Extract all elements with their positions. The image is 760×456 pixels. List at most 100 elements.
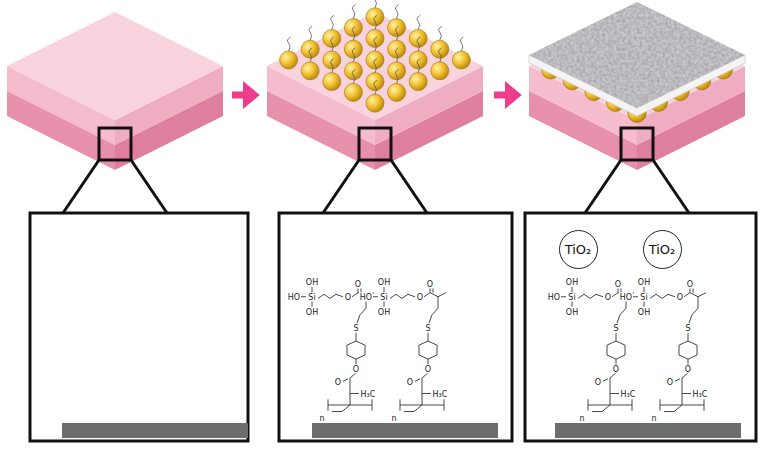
atom-label: HO [619, 292, 633, 301]
bond-line [433, 288, 434, 293]
atom-label: O [426, 279, 434, 288]
bond-line [332, 405, 350, 412]
ligand-tail [395, 26, 398, 40]
atom-label: O [604, 292, 612, 301]
bond-line [404, 405, 422, 412]
bond-line [422, 373, 428, 385]
bond-line [633, 296, 638, 297]
atom-label: O [416, 292, 424, 301]
ligand-tail [439, 26, 442, 40]
gold-sphere [280, 51, 298, 69]
bond-line [689, 297, 698, 323]
atom-label: S [424, 323, 431, 332]
bond-line [350, 373, 356, 385]
bond-line [312, 301, 313, 307]
bond-line [578, 294, 603, 298]
atom-label: O [594, 378, 602, 387]
bond-line [400, 399, 401, 410]
slab-top [7, 12, 223, 120]
ligand-tail [417, 37, 420, 51]
bond-line [588, 399, 589, 410]
gold-sphere [344, 83, 362, 101]
ligand-tail [374, 37, 377, 51]
atom-label: S [612, 323, 619, 332]
tio2-particle: TiO₂ [559, 230, 598, 269]
atom-label: OH [565, 278, 579, 287]
bond-line [561, 296, 566, 297]
atom-label: Si [307, 292, 316, 301]
bond-line [347, 341, 365, 359]
atom-label: OH [565, 307, 579, 316]
bond-line [356, 333, 357, 341]
atom-label: Si [379, 292, 388, 301]
atom-label: H₃C [692, 389, 709, 398]
ligand-tail [287, 37, 290, 51]
bond-line [690, 288, 691, 293]
ligand-tail [331, 15, 334, 29]
bond-line [682, 385, 683, 405]
zoom-line [131, 160, 167, 213]
atom-label: n [650, 414, 657, 423]
atom-label: H₃C [432, 389, 449, 398]
bond-line [644, 301, 645, 307]
bond-line [429, 297, 438, 323]
atom-label: n [578, 414, 585, 423]
bond-line [704, 399, 705, 410]
zoom-square [621, 128, 653, 160]
bond-line [390, 294, 415, 298]
zoom-line [323, 160, 359, 213]
bond-line [350, 393, 359, 394]
bond-line [430, 288, 431, 293]
zoom-callouts [63, 128, 689, 213]
atom-label: O [686, 279, 694, 288]
ligand-tail [374, 0, 377, 8]
gold-sphere [409, 73, 427, 91]
gold-sphere [452, 51, 470, 69]
atom-label: O [354, 279, 362, 288]
atom-label: OH [637, 278, 651, 287]
bond-line [603, 379, 608, 381]
zoom-line [585, 160, 621, 213]
bond-line [422, 385, 423, 405]
atom-label: n [318, 414, 325, 423]
bond-line [679, 341, 697, 359]
bond-line [572, 301, 573, 307]
atom-label: O [344, 292, 352, 301]
tio2-film [529, 2, 745, 116]
bond-line [664, 405, 682, 412]
bond-line [682, 393, 691, 394]
gold-sphere [323, 73, 341, 91]
bond-line [301, 296, 306, 297]
bond-line [607, 341, 625, 359]
gold-sphere [366, 94, 384, 112]
bond-line [610, 373, 616, 385]
atom-label: S [352, 323, 359, 332]
ligand-tail [374, 80, 377, 94]
atom-label: Si [567, 292, 576, 301]
bond-line [650, 294, 675, 298]
ligand-tail [417, 15, 420, 29]
tio2-particle: TiO₂ [643, 230, 682, 269]
slab-top [267, 12, 483, 120]
ligand-tail [331, 37, 334, 51]
bond-line [682, 373, 688, 385]
ligand-tail [395, 5, 398, 19]
bond-line [424, 293, 446, 297]
ligand-tail [352, 26, 355, 40]
atom-label: HO [547, 292, 561, 301]
atom-label: OH [305, 278, 319, 287]
atom-label: O [406, 378, 414, 387]
bond-line [675, 379, 680, 381]
ligand-tail [309, 26, 312, 40]
gold-sphere [431, 62, 449, 80]
particle-label: TiO₂ [565, 242, 592, 257]
atom-label: n [390, 414, 397, 423]
ligand-tail [352, 69, 355, 83]
atom-label: O [334, 378, 342, 387]
atom-label: S [684, 323, 691, 332]
bond-line [592, 405, 610, 412]
ligand-tail [374, 15, 377, 29]
atom-label: O [612, 364, 620, 373]
atom-label: H₃C [620, 389, 637, 398]
